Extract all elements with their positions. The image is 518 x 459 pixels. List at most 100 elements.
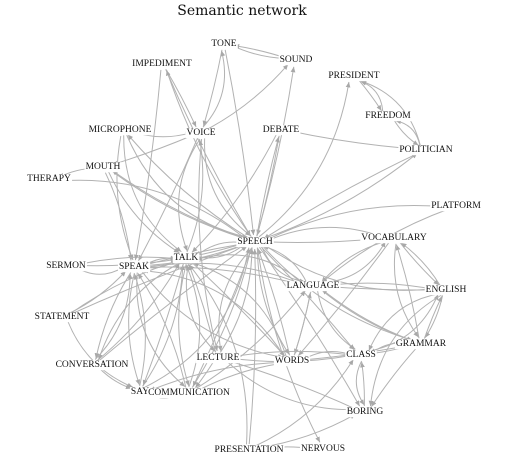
node-presentation: PRESENTATION — [213, 445, 285, 456]
node-label-sound: SOUND — [280, 55, 313, 65]
node-bg-sound — [278, 55, 314, 66]
edge-platform-to-speech — [264, 205, 449, 242]
edge-voice-to-mouth — [112, 134, 194, 166]
edge-class-to-boring — [355, 360, 365, 406]
node-label-nervous: NERVOUS — [301, 444, 345, 454]
edge-vocabulary-to-grammar — [393, 243, 419, 338]
edge-talk-to-lecture — [185, 263, 216, 352]
node-speak: SPEAK — [117, 262, 151, 273]
edge-voice-to-tone — [202, 50, 226, 128]
node-language: LANGUAGE — [285, 281, 341, 292]
node-grammar: GRAMMAR — [394, 339, 448, 350]
edge-presentation-to-talk — [188, 264, 248, 445]
edge-statement-to-talk — [68, 260, 178, 315]
edge-voice-to-speak — [138, 138, 198, 261]
node-label-tone: TONE — [211, 39, 236, 49]
edge-speech-to-grammar — [261, 244, 413, 342]
edge-voice-to-sound — [207, 63, 289, 130]
edge-speech-to-communication — [192, 247, 253, 387]
edge-microphone-to-speak — [116, 135, 134, 261]
edge-impediment-to-voice — [165, 68, 197, 128]
edge-speech-to-english — [262, 243, 437, 292]
node-tone: TONE — [210, 39, 238, 50]
edge-voice-to-talk — [178, 138, 201, 252]
node-bg-conversation — [54, 360, 130, 371]
node-label-words: WORDS — [275, 356, 309, 366]
node-conversation: CONVERSATION — [54, 360, 130, 371]
node-label-mouth: MOUTH — [86, 162, 121, 172]
edge-grammar-to-vocabulary — [395, 244, 420, 339]
edge-communication-to-talk — [185, 264, 201, 388]
node-bg-presentation — [213, 445, 285, 456]
node-mouth: MOUTH — [84, 162, 122, 173]
edge-speak-to-words — [140, 269, 284, 359]
node-debate: DEBATE — [261, 125, 301, 136]
node-label-microphone: MICROPHONE — [89, 125, 152, 135]
edge-speech-to-class — [260, 246, 355, 351]
edge-presentation-to-class — [254, 359, 354, 447]
edge-english-to-boring — [368, 294, 442, 407]
figure-title: Semantic network — [177, 3, 307, 19]
edge-grammar-to-language — [321, 288, 415, 342]
edge-conversation-to-speak — [94, 273, 133, 360]
node-bg-platform — [430, 201, 483, 212]
node-label-speech: SPEECH — [237, 237, 273, 247]
edge-language-to-speech — [262, 245, 308, 283]
edge-speech-to-words — [256, 247, 290, 355]
node-therapy: THERAPY — [26, 174, 73, 185]
node-president: PRESIDENT — [327, 71, 381, 82]
node-bg-sermon — [45, 261, 87, 272]
node-bg-language — [285, 281, 341, 292]
edge-mouth-to-speech — [109, 169, 247, 240]
node-bg-statement — [33, 312, 91, 323]
edge-politician-to-president — [360, 80, 421, 146]
node-bg-boring — [345, 407, 385, 418]
edge-vocabulary-to-language — [321, 240, 388, 283]
node-freedom: FREEDOM — [364, 111, 413, 122]
node-microphone: MICROPHONE — [87, 125, 153, 136]
edge-speech-to-debate — [256, 136, 280, 237]
edge-speak-to-communication — [136, 272, 186, 387]
node-label-voice: VOICE — [186, 128, 215, 138]
node-label-statement: STATEMENT — [35, 312, 90, 322]
node-label-presentation: PRESENTATION — [215, 445, 284, 455]
node-label-english: ENGLISH — [426, 285, 467, 295]
node-impediment: IMPEDIMENT — [131, 59, 194, 70]
node-vocabulary: VOCABULARY — [360, 233, 428, 244]
node-label-platform: PLATFORM — [431, 201, 481, 211]
node-bg-debate — [261, 125, 301, 136]
node-label-boring: BORING — [347, 407, 384, 417]
edge-language-to-class — [317, 290, 356, 350]
node-bg-tone — [210, 39, 238, 50]
node-label-debate: DEBATE — [263, 125, 300, 135]
edge-words-to-speech — [257, 248, 291, 356]
node-boring: BORING — [345, 407, 385, 418]
edge-microphone-to-speech — [125, 133, 248, 239]
node-label-impediment: IMPEDIMENT — [132, 59, 192, 69]
edge-words-to-language — [293, 292, 312, 356]
edge-talk-to-voice — [186, 139, 204, 253]
edge-voice-to-lecture — [198, 138, 219, 352]
edge-speech-to-boring — [258, 246, 361, 407]
node-label-vocabulary: VOCABULARY — [361, 233, 427, 243]
node-bg-lecture — [195, 353, 241, 364]
edge-statement-to-speak — [68, 270, 127, 315]
edge-english-to-vocabulary — [400, 242, 441, 287]
node-label-lecture: LECTURE — [197, 353, 240, 363]
node-sermon: SERMON — [45, 261, 87, 272]
edge-speech-to-sound — [256, 66, 296, 237]
node-politician: POLITICIAN — [398, 145, 454, 156]
edge-debate-to-politician — [288, 130, 417, 151]
node-lecture: LECTURE — [195, 353, 241, 364]
node-bg-english — [424, 285, 468, 296]
node-label-sermon: SERMON — [46, 261, 86, 271]
node-bg-microphone — [87, 125, 153, 136]
edge-words-to-say — [149, 361, 285, 392]
edge-english-to-class — [368, 293, 440, 351]
edge-conversation-to-speech — [98, 245, 248, 362]
edge-talk-to-conversation — [98, 262, 181, 360]
edge-boring-to-lecture — [227, 359, 358, 411]
edge-conversation-to-talk — [96, 263, 180, 361]
node-voice: VOICE — [185, 128, 217, 139]
node-bg-communication — [147, 388, 232, 399]
